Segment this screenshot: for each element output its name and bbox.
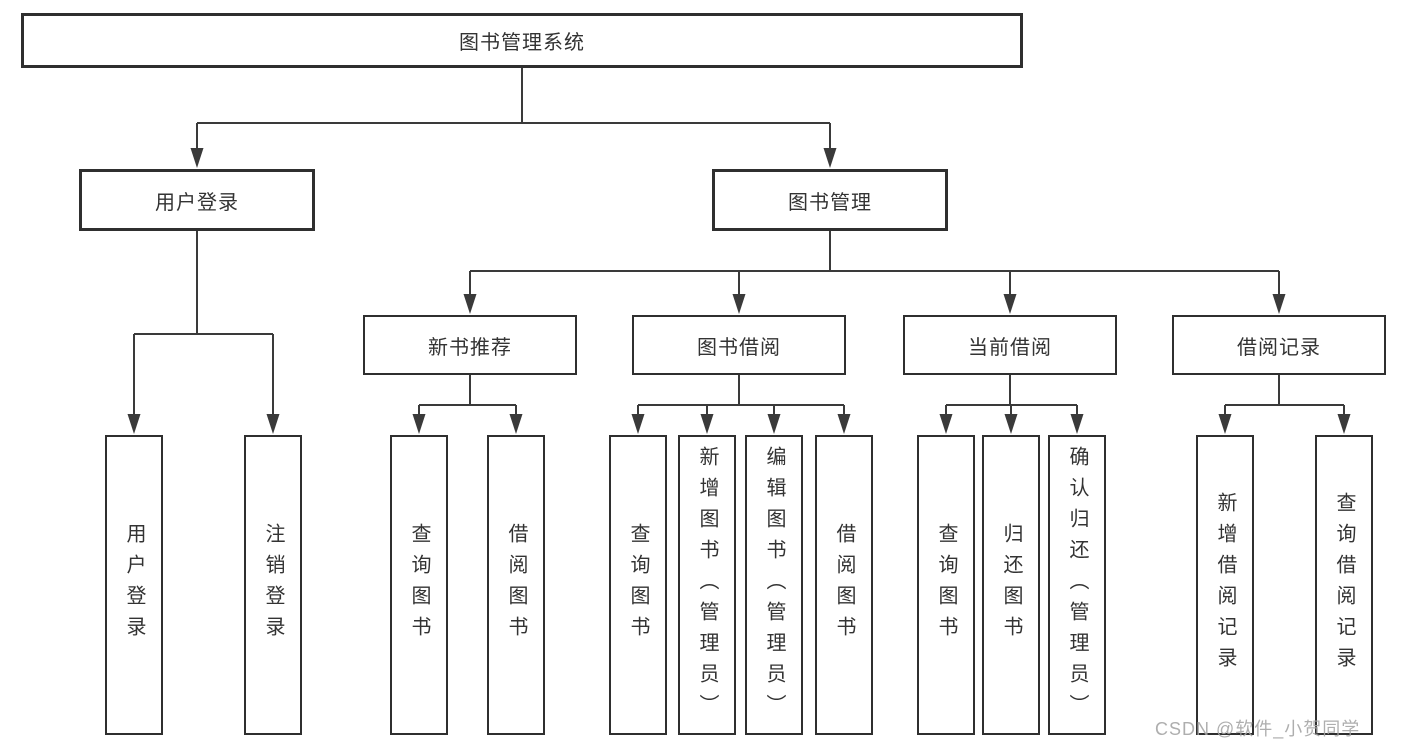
node-user-login-label: 用户登录 [155, 191, 239, 214]
leaf-edit-book-admin: 编辑图书（管理员） [745, 435, 803, 735]
node-borrowing-records: 借阅记录 [1172, 315, 1386, 375]
leaf-borrow-books-borrowing: 借阅图书 [815, 435, 873, 735]
leaf-add-book-admin: 新增图书（管理员） [678, 435, 736, 735]
node-new-book-recommendation: 新书推荐 [363, 315, 577, 375]
leaf-edit-book-admin-label: 编辑图书（管理员） [763, 445, 785, 725]
node-library-system-label: 图书管理系统 [459, 32, 585, 54]
leaf-return-books: 归还图书 [982, 435, 1040, 735]
watermark: CSDN @软件_小贺同学 [1155, 719, 1361, 739]
node-book-management-label: 图书管理 [788, 191, 872, 214]
node-library-system: 图书管理系统 [21, 13, 1023, 68]
node-new-book-recommendation-label: 新书推荐 [428, 336, 512, 359]
leaf-confirm-return-admin-label: 确认归还（管理员） [1066, 445, 1088, 725]
leaf-query-books-recommend: 查询图书 [390, 435, 448, 735]
node-borrowing-records-label: 借阅记录 [1237, 336, 1321, 359]
leaf-user-login: 用户登录 [105, 435, 163, 735]
leaf-query-books-recommend-label: 查询图书 [408, 523, 430, 647]
leaf-query-books-current: 查询图书 [917, 435, 975, 735]
leaf-return-books-label: 归还图书 [1000, 523, 1022, 647]
leaf-query-borrow-record: 查询借阅记录 [1315, 435, 1373, 735]
leaf-query-books-borrowing-label: 查询图书 [627, 523, 649, 647]
node-book-borrowing: 图书借阅 [632, 315, 846, 375]
arrowheads [127, 148, 1351, 434]
leaf-logout-label: 注销登录 [262, 523, 284, 647]
leaf-add-book-admin-label: 新增图书（管理员） [696, 445, 718, 725]
leaf-add-borrow-record: 新增借阅记录 [1196, 435, 1254, 735]
leaf-confirm-return-admin: 确认归还（管理员） [1048, 435, 1106, 735]
node-book-borrowing-label: 图书借阅 [697, 336, 781, 359]
leaf-query-books-borrowing: 查询图书 [609, 435, 667, 735]
node-current-borrowing-label: 当前借阅 [968, 336, 1052, 359]
node-book-management: 图书管理 [712, 169, 948, 231]
leaf-query-books-current-label: 查询图书 [935, 523, 957, 647]
node-user-login: 用户登录 [79, 169, 315, 231]
leaf-logout: 注销登录 [244, 435, 302, 735]
leaf-add-borrow-record-label: 新增借阅记录 [1214, 492, 1236, 678]
leaf-user-login-label: 用户登录 [123, 523, 145, 647]
leaf-borrow-books-recommend-label: 借阅图书 [505, 523, 527, 647]
leaf-borrow-books-borrowing-label: 借阅图书 [833, 523, 855, 647]
leaf-borrow-books-recommend: 借阅图书 [487, 435, 545, 735]
leaf-query-borrow-record-label: 查询借阅记录 [1333, 492, 1355, 678]
node-current-borrowing: 当前借阅 [903, 315, 1117, 375]
